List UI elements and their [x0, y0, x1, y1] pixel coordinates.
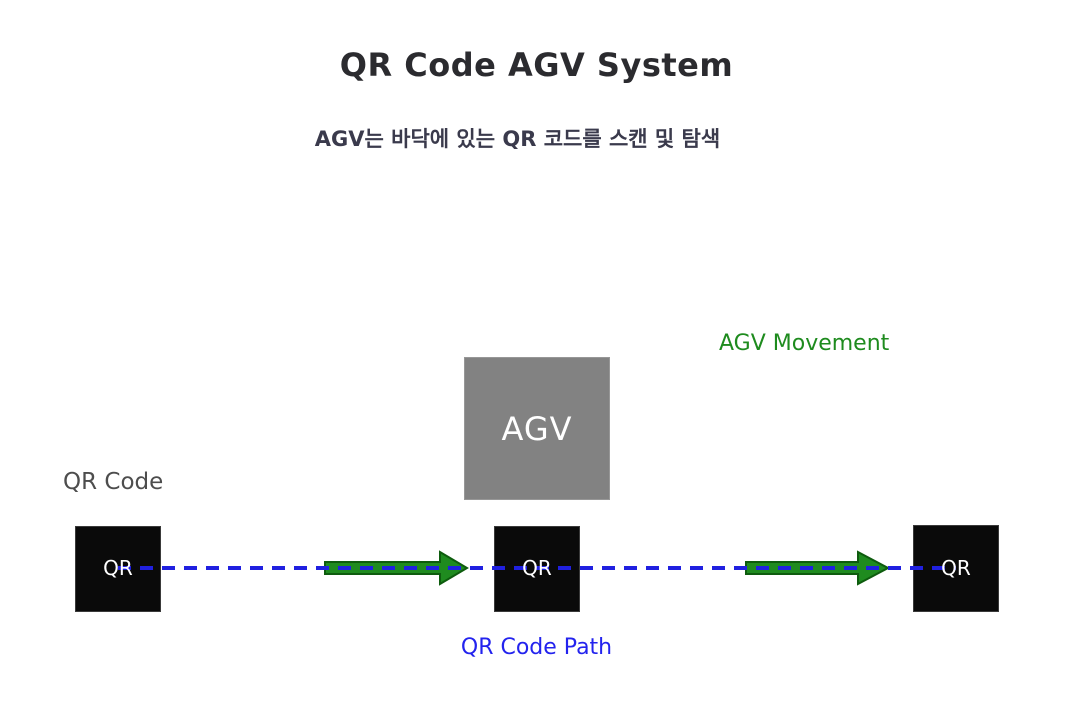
qr-box-left-label: QR [103, 556, 133, 580]
agv-box-label: AGV [501, 409, 573, 448]
qr-box-right-label: QR [941, 556, 971, 580]
page-subtitle: AGV는 바닥에 있는 QR 코드를 스캔 및 탐색 [314, 127, 721, 151]
agv-movement-arrow-right [745, 550, 891, 586]
qr-code-label: QR Code [63, 469, 164, 495]
agv-movement-label: AGV Movement [719, 331, 890, 356]
agv-movement-arrow-left [324, 550, 469, 586]
page-title: QR Code AGV System [339, 46, 734, 84]
qr-path-label: QR Code Path [460, 635, 613, 660]
agv-box: AGV [464, 357, 610, 500]
qr-box-middle-label: QR [522, 556, 552, 580]
